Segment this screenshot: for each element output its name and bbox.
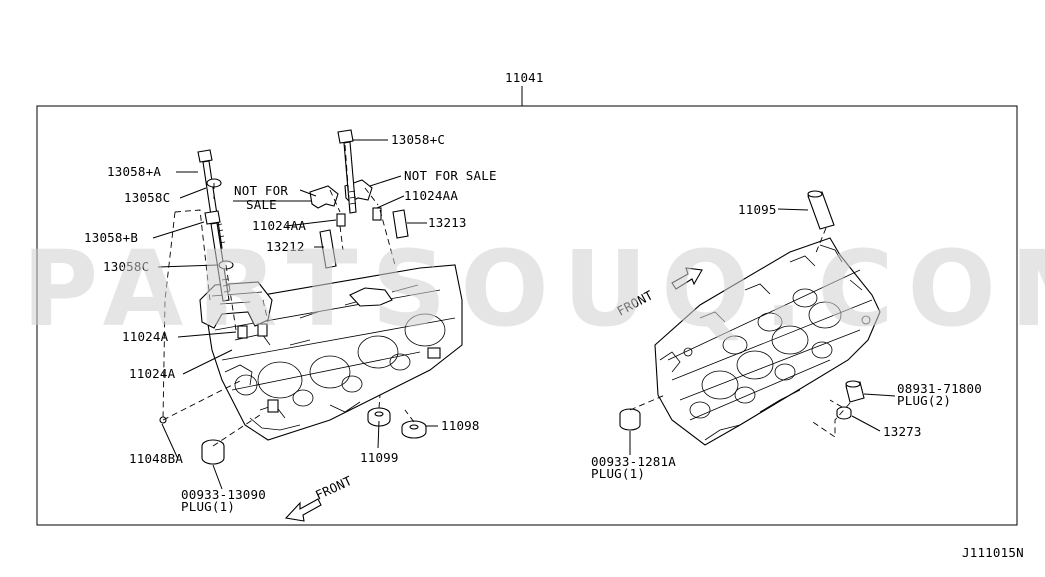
drawing-code: J111015N (962, 545, 1024, 560)
label-13058-b: 13058+B (84, 230, 138, 245)
label-11099: 11099 (360, 450, 399, 465)
label-plug-right: PLUG(1) (591, 466, 645, 481)
label-13058-a: 13058+A (107, 164, 161, 179)
label-08931-71800: 08931-71800 (897, 381, 982, 396)
label-11024aa-left: 11024AA (252, 218, 306, 233)
label-13058c-lower: 13058C (103, 259, 149, 274)
label-11098: 11098 (441, 418, 480, 433)
dowel-11024aa-left (336, 213, 346, 227)
right-cylinder-head (654, 237, 881, 446)
tube-13212 (319, 229, 337, 269)
dash-right (629, 394, 851, 438)
label-not-for-sale-left-2: SALE (246, 197, 277, 212)
label-13213: 13213 (428, 215, 467, 230)
left-cam-bracket (199, 281, 273, 329)
watermark: PARTSOUQ.COM (22, 228, 1045, 350)
label-not-for-sale-left-1: NOT FOR (234, 183, 288, 198)
small-brackets-upper (309, 179, 393, 307)
label-13212: 13212 (266, 239, 305, 254)
label-plug-left: PLUG(1) (181, 499, 235, 514)
plug-08931-71800 (845, 380, 865, 403)
label-11024a-upper: 11024A (122, 329, 169, 344)
bolt-13058-b (204, 210, 231, 302)
front-arrow-left: FRONT (284, 473, 355, 522)
dash-11095 (814, 227, 827, 256)
plug-00933-13090 (201, 439, 225, 465)
bolt-13058-c (337, 129, 357, 214)
label-13058-c: 13058+C (391, 132, 445, 147)
label-11024aa-right: 11024AA (404, 188, 458, 203)
seal-11098 (401, 420, 427, 439)
label-00933-13090: 00933-13090 (181, 487, 266, 502)
assembly-number: 11041 (505, 70, 544, 85)
tube-11095 (807, 190, 835, 230)
label-front-left: FRONT (313, 473, 355, 503)
dowel-11024aa-right (372, 207, 382, 221)
dowel-11024a-upper (237, 325, 248, 339)
diagram-frame (36, 105, 1018, 526)
seal-11099 (367, 407, 391, 427)
seal-13273 (836, 406, 852, 420)
label-not-for-sale-right: NOT FOR SALE (404, 168, 497, 183)
label-11095: 11095 (738, 202, 777, 217)
label-13058c-upper: 13058C (124, 190, 170, 205)
label-11048ba: 11048BA (129, 451, 183, 466)
dowel-11024a-lower (257, 323, 268, 337)
label-00933-1281a: 00933-1281A (591, 454, 676, 469)
label-13273: 13273 (883, 424, 922, 439)
tube-13213 (392, 209, 409, 239)
label-11024a-lower: 11024A (129, 366, 176, 381)
label-plug-2: PLUG(2) (897, 393, 951, 408)
plug-00933-1281a (619, 408, 641, 431)
